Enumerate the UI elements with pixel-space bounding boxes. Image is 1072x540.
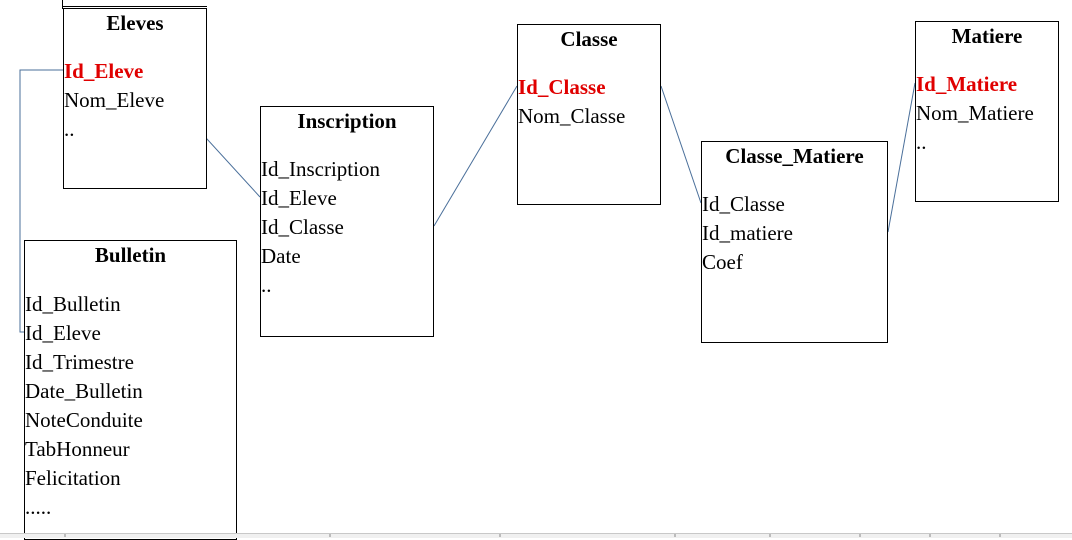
entity-title: Bulletin [94, 243, 167, 267]
primary-key-field: Id_Eleve [64, 59, 144, 83]
entity-field: Felicitation [25, 466, 121, 490]
entity-field: ..... [25, 495, 52, 519]
entity-field: .. [261, 273, 272, 297]
entity-field: Id_Eleve [25, 321, 101, 345]
entity-title: Matiere [951, 24, 1023, 48]
entity-title: Inscription [297, 109, 397, 133]
entity-title: Eleves [106, 11, 164, 35]
relationship-line [887, 82, 916, 233]
frame-edge-top [62, 6, 207, 7]
relationship-line [433, 85, 518, 227]
entity-field: Id_Classe [702, 192, 785, 216]
bottom-ruler [0, 533, 1072, 538]
entity-field: Id_Eleve [261, 186, 337, 210]
ruler-ticks [64, 534, 1001, 537]
primary-key-field: Id_Classe [518, 75, 606, 99]
entity-field: NoteConduite [25, 408, 143, 432]
entity-field: Id_Trimestre [25, 350, 134, 374]
entity-field: Nom_Classe [518, 104, 626, 128]
entity-title: Classe [560, 27, 618, 51]
entity-field: Date [261, 244, 301, 268]
relationship-line [660, 85, 702, 204]
entity-field: TabHonneur [25, 437, 130, 461]
relationship-line [19, 69, 63, 333]
entity-field: Id_Classe [261, 215, 344, 239]
entity-field: .. [64, 117, 75, 141]
entity-field: Id_Inscription [261, 157, 380, 181]
entity-field: Nom_Matiere [916, 101, 1034, 125]
entity-title: Classe_Matiere [725, 144, 864, 168]
entity-field: Id_Bulletin [25, 292, 121, 316]
entity-field: Date_Bulletin [25, 379, 143, 403]
entity-field: .. [916, 130, 927, 154]
primary-key-field: Id_Matiere [916, 72, 1018, 96]
entity-field: Coef [702, 250, 743, 274]
entity-field: Nom_Eleve [64, 88, 165, 112]
entity-field: Id_matiere [702, 221, 793, 245]
frame-edge-left [62, 0, 63, 9]
